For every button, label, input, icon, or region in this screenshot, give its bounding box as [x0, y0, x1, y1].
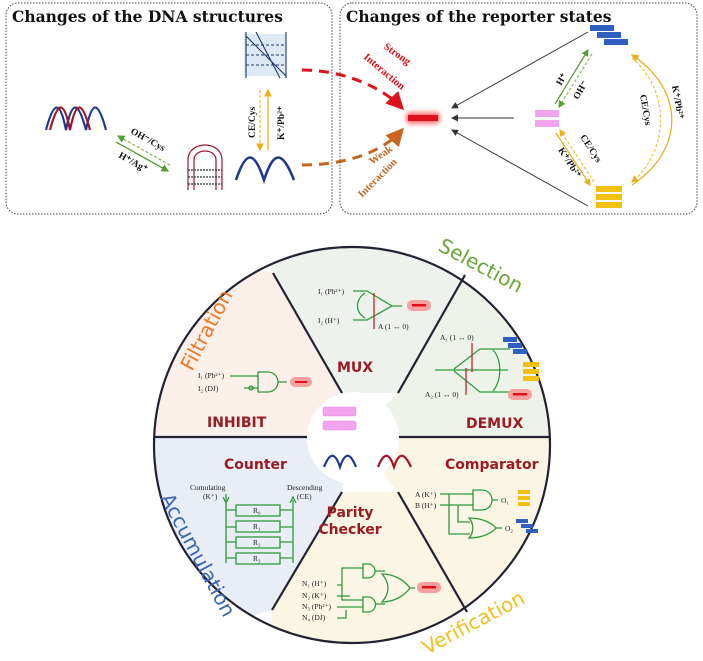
parity-input-4: N₄ (DJ) — [302, 613, 326, 622]
mux-input-2: I₂ (H⁺) — [318, 316, 340, 325]
g-quadruplex-icon — [244, 31, 287, 79]
comparator-gates-icon — [440, 489, 502, 539]
panel-title: Changes of the DNA structures — [12, 7, 283, 26]
mux-address: A (1 ↔ 0) — [378, 322, 409, 331]
label-h-ag: H⁺/Ag⁺ — [117, 151, 150, 175]
mux-title: MUX — [337, 360, 373, 376]
parity-input-2: N₂ (K⁺) — [302, 591, 327, 600]
yellow-reporter-icon — [523, 362, 539, 381]
comparator-sector-content: Comparator A (K⁺) B (H⁺) O₁ O₂ — [415, 457, 539, 539]
inhibit-input-1: I₁ (Pb²⁺) — [198, 371, 225, 380]
counter-title: Counter — [224, 457, 287, 473]
logic-wheel: Filtration Selection Accumulation Verifi… — [152, 233, 552, 659]
demux-a2: A₂ (1 ↔ 0) — [425, 390, 459, 399]
blue-reporter-icon — [503, 337, 527, 354]
comparator-output-2: O₂ — [505, 524, 513, 533]
center-red-strand-icon — [376, 454, 412, 471]
center-pink-reporter-icon — [322, 406, 357, 431]
reporter-states-panel: Changes of the reporter states Strong In… — [339, 2, 698, 215]
parity-gates-icon — [337, 563, 415, 619]
blue-reporter-icon — [516, 519, 538, 533]
demux-sector-content: DEMUX A₁ (1 ↔ 0) A₂ (1 ↔ 0) — [425, 333, 539, 432]
inhibit-sector-content: INHIBIT I₁ (Pb²⁺) I₂ (DJ) — [198, 371, 312, 431]
label-ce-cys-inner: CE/Cys — [577, 133, 603, 165]
counter-sector-content: Counter Cumulating (K⁺) Descending (CE) … — [190, 457, 323, 565]
i-motif-hairpin-icon — [187, 144, 223, 190]
counter-descending-sub: (CE) — [297, 492, 312, 501]
demux-a1: A₁ (1 ↔ 0) — [440, 333, 474, 342]
inhibit-title: INHIBIT — [207, 415, 267, 431]
panel-title: Changes of the reporter states — [346, 7, 612, 26]
label-ce-cys-outer: CE/Cys — [637, 94, 652, 127]
parity-sector-content: Parity Checker N₁ (H⁺) N₂ (K⁺) N₃ (Pb²⁺)… — [302, 505, 441, 622]
mux-input-1: I₁ (Pb²⁺) — [318, 287, 345, 296]
mux-switch-icon — [353, 290, 402, 321]
and-gate-icon — [230, 371, 287, 393]
weak-interaction-arrow — [301, 127, 404, 167]
counter-cumulating: Cumulating — [190, 483, 226, 492]
mux-sector-content: MUX I₁ (Pb²⁺) I₂ (H⁺) A (1 ↔ 0) — [318, 287, 431, 376]
yellow-reporter-icon — [518, 490, 530, 506]
strong-interaction-arrow — [301, 68, 405, 111]
comparator-input-a: A (K⁺) — [415, 490, 437, 499]
label-k-pb-inner: K⁺/Pb²⁺ — [555, 146, 582, 180]
label-h: H⁺ — [555, 72, 570, 88]
register-r0: R₀ — [253, 506, 261, 515]
comparator-output-1: O₁ — [501, 496, 509, 505]
label-k-pb: K⁺/Pb²⁺ — [277, 106, 287, 140]
label-oh-cys: OH⁻/Cys — [129, 127, 167, 154]
parity-title-2: Checker — [318, 522, 381, 538]
sector-parity — [272, 492, 467, 643]
counter-cumulating-sub: (K⁺) — [203, 492, 218, 501]
double-helix-icon — [44, 106, 108, 131]
register-r1: R₁ — [253, 522, 261, 531]
single-strand-dna-icon — [234, 156, 296, 185]
comparator-input-b: B (H⁺) — [415, 501, 437, 510]
parity-title-1: Parity — [327, 505, 374, 521]
counter-circuit-icon — [222, 494, 297, 565]
inhibit-input-2: I₂ (DJ) — [198, 384, 219, 393]
strong-label: Strong — [381, 41, 413, 68]
parity-input-3: N₃ (Pb²⁺) — [302, 602, 332, 611]
dna-structures-panel: Changes of the DNA structures OH⁻/Cys H⁺… — [5, 2, 405, 215]
yellow-reporter-icon — [596, 186, 622, 208]
counter-descending: Descending — [287, 483, 323, 492]
demux-title: DEMUX — [466, 416, 523, 432]
parity-input-1: N₁ (H⁺) — [302, 579, 327, 588]
center-hub — [307, 392, 399, 484]
red-reporter-icon — [406, 112, 440, 124]
center-blue-strand-icon — [322, 454, 358, 471]
label-ce-cys: CE/Cys — [248, 107, 258, 138]
label-oh: OH⁻ — [572, 79, 591, 101]
comparator-title: Comparator — [445, 457, 539, 473]
pink-reporter-icon — [535, 110, 559, 127]
blue-reporter-icon — [590, 25, 628, 45]
register-r3: R₃ — [253, 554, 261, 563]
register-r2: R₂ — [253, 538, 261, 547]
